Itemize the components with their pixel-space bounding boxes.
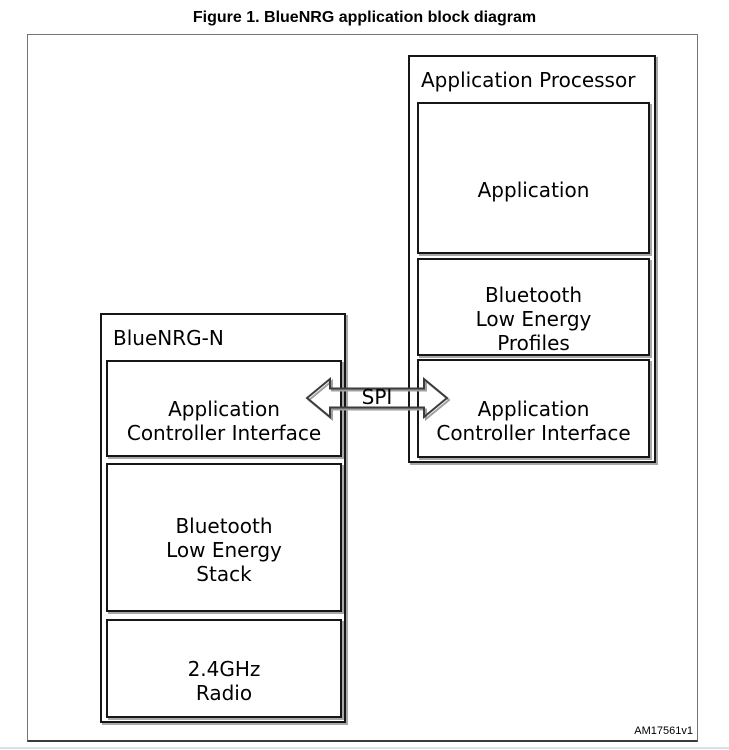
block-controller-interface-host: Application Controller Interface bbox=[417, 359, 650, 458]
block-ble-profiles-label: Bluetooth Low Energy Profiles bbox=[475, 283, 592, 355]
block-application: Application bbox=[417, 102, 650, 254]
block-application-processor: Application Processor Application Blueto… bbox=[408, 55, 656, 463]
block-controller-interface-device: Application Controller Interface bbox=[106, 360, 342, 457]
block-controller-interface-host-label: Application Controller Interface bbox=[436, 396, 631, 445]
block-controller-interface-device-label: Application Controller Interface bbox=[126, 396, 322, 445]
block-ble-stack-label: Bluetooth Low Energy Stack bbox=[166, 513, 282, 586]
page-footer-rule bbox=[0, 747, 729, 749]
application-processor-label: Application Processor bbox=[421, 67, 636, 92]
spi-bus-label: SPI bbox=[361, 385, 393, 409]
block-radio-label: 2.4GHz Radio bbox=[187, 656, 261, 705]
figure-watermark: AM17561v1 bbox=[634, 725, 693, 737]
block-application-label: Application bbox=[477, 178, 590, 202]
block-ble-stack: Bluetooth Low Energy Stack bbox=[106, 463, 342, 612]
figure-title: Figure 1. BlueNRG application block diag… bbox=[192, 9, 537, 26]
figure-frame: Application Processor Application Blueto… bbox=[27, 34, 698, 742]
block-ble-profiles: Bluetooth Low Energy Profiles bbox=[417, 258, 650, 356]
block-radio: 2.4GHz Radio bbox=[106, 619, 342, 718]
spi-bus-arrow-icon bbox=[305, 376, 451, 422]
block-bluenrg-n: BlueNRG-N Application Controller Interfa… bbox=[100, 313, 346, 723]
bluenrg-n-label: BlueNRG-N bbox=[113, 325, 224, 350]
